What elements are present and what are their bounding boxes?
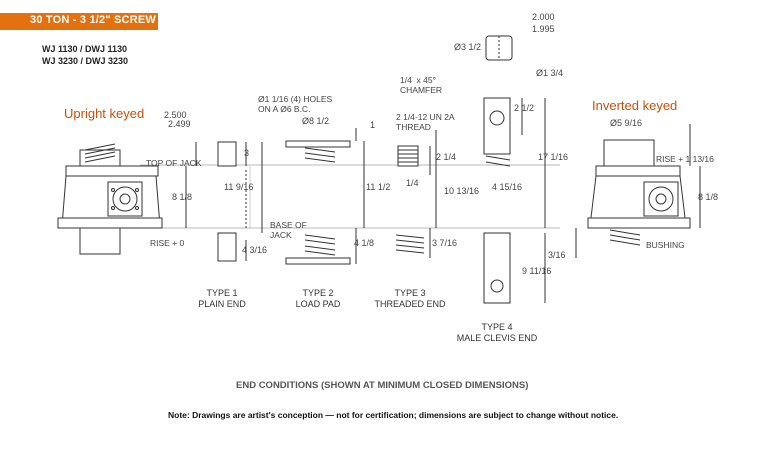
dim-4-1-8: 4 1/8: [354, 238, 375, 248]
dim-11-9-16: 11 9/16: [224, 182, 254, 192]
type3-title: TYPE 3: [394, 288, 426, 298]
upright-keyed-label: Upright keyed: [64, 106, 145, 121]
type4-name: MALE CLEVIS END: [456, 333, 538, 343]
dim-11-1-2: 11 1/2: [366, 182, 391, 192]
dim-10-13-16: 10 13/16: [444, 186, 480, 196]
model-line-2: WJ 3230 / DWJ 3230: [42, 56, 129, 66]
dim-4-3-16: 4 3/16: [242, 245, 268, 255]
pin-top: 2.000: [532, 12, 555, 22]
top-of-jack-label: TOP OF JACK: [146, 158, 202, 168]
header-title: 30 TON - 3 1/2" SCREW: [30, 14, 156, 26]
type2-caption: TYPE 2 LOAD PAD: [296, 288, 341, 310]
inverted-dia: Ø5 9/16: [610, 118, 643, 128]
thread-label: 2 1/4-12 UN 2A THREAD: [396, 112, 455, 132]
header-bar: 30 TON - 3 1/2" SCREW: [0, 13, 158, 30]
type1-title: TYPE 1: [206, 288, 238, 298]
pad-dia: Ø8 1/2: [302, 116, 330, 126]
dim-1: 1: [370, 120, 376, 130]
dim-3: 3: [244, 148, 250, 158]
upright-jack: [57, 143, 163, 255]
dim-2-1-4: 2 1/4: [436, 152, 457, 162]
dim-9-11-16: 9 11/16: [522, 266, 552, 276]
upright-dia-bottom: 2.499: [168, 119, 191, 129]
inverted-keyed-label: Inverted keyed: [592, 98, 678, 113]
bushing-label: BUSHING: [646, 240, 685, 250]
holes-label: Ø1 1/16 (4) HOLES ON A Ø6 B.C.: [258, 94, 333, 114]
type3-name: THREADED END: [374, 299, 446, 309]
dim-3-7-16: 3 7/16: [432, 238, 458, 248]
type4-title: TYPE 4: [481, 322, 513, 332]
type2-name: LOAD PAD: [295, 299, 341, 309]
type3-caption: TYPE 3 THREADED END: [374, 288, 445, 310]
dim-1-4: 1/4: [406, 178, 419, 188]
dim-4-15-16: 4 15/16: [492, 182, 523, 192]
type1-plain-end: [217, 141, 263, 262]
type4-caption: TYPE 4 MALE CLEVIS END: [457, 322, 538, 344]
end-conditions-caption: END CONDITIONS (SHOWN AT MINIMUM CLOSED …: [236, 380, 529, 391]
type1-caption: TYPE 1 PLAIN END: [198, 288, 246, 310]
dim-8-1-8-right: 8 1/8: [698, 192, 719, 202]
disclaimer-note: Note: Drawings are artist's conception —…: [168, 410, 619, 420]
dim-2-1-2: 2 1/2: [514, 103, 535, 113]
type2-load-pad: [285, 128, 365, 265]
type4-clevis-end: [483, 35, 546, 304]
dim-17-1-16: 17 1/16: [538, 152, 569, 162]
type1-name: PLAIN END: [198, 299, 246, 309]
rise-inverted-label: RISE + 1 13/16: [656, 154, 714, 164]
dim-8-1-8-left: 8 1/8: [172, 192, 193, 202]
pin-dia: Ø3 1/2: [454, 42, 482, 52]
dim-3-16: 3/16: [548, 250, 566, 260]
upright-dia-top: 2.500: [164, 110, 187, 120]
base-of-jack-label: BASE OF JACK: [270, 220, 307, 240]
pin-bottom: 1.995: [532, 24, 555, 34]
type3-threaded-end: [395, 130, 437, 258]
rise-zero-label: RISE + 0: [150, 238, 185, 248]
type2-title: TYPE 2: [302, 288, 334, 298]
chamfer-label: 1/4 x 45° CHAMFER: [400, 75, 443, 95]
inverted-jack: [587, 124, 701, 246]
model-line-1: WJ 1130 / DWJ 1130: [42, 44, 128, 54]
clevis-dia: Ø1 3/4: [536, 68, 564, 78]
